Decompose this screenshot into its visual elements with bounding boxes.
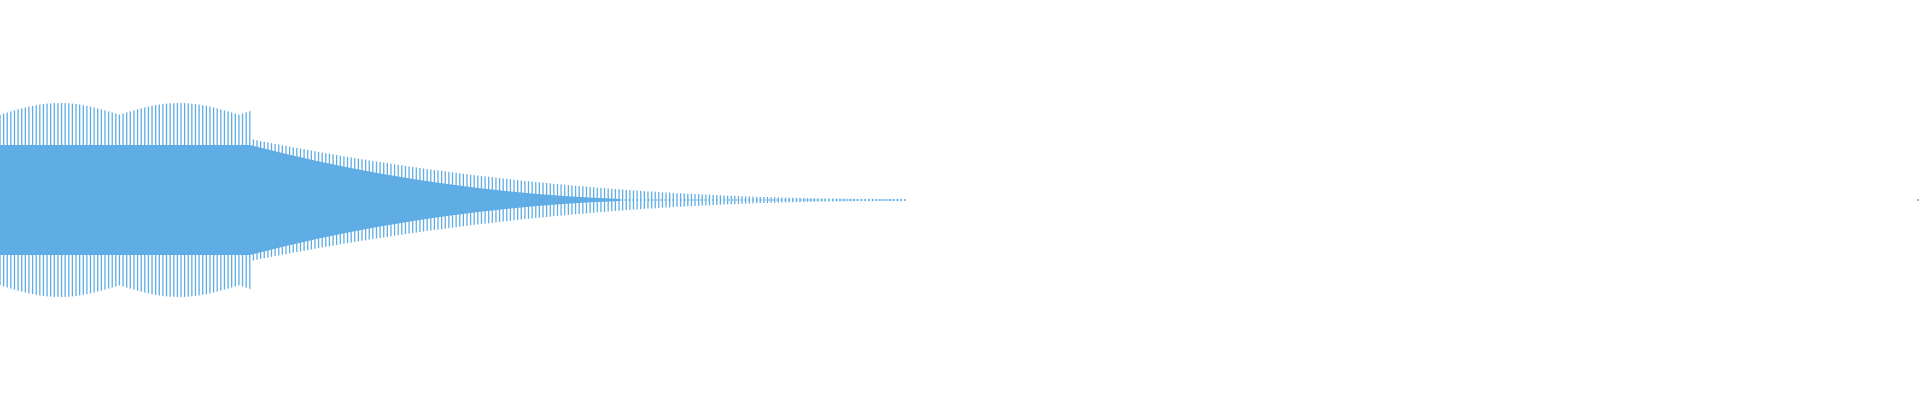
waveform-lines: [0, 103, 906, 297]
waveform-strokes: [0, 103, 906, 297]
waveform-tail-dot: [1917, 199, 1919, 201]
